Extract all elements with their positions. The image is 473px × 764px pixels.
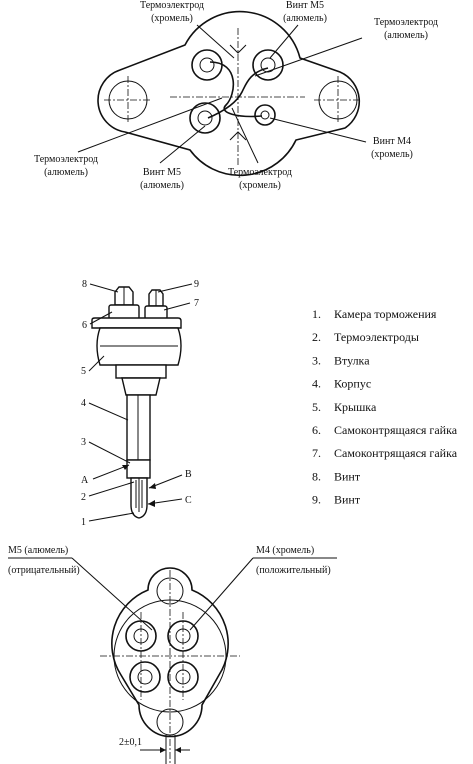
legend-number-4: 4. <box>312 377 321 391</box>
legend-number-8: 8. <box>312 469 321 483</box>
legend-number-1: 1. <box>312 307 321 321</box>
legend: 1. Камера торможения 2. Термоэлектроды 3. Вту… <box>312 307 458 507</box>
callout-1: 1 <box>81 517 86 528</box>
callout-4: 4 <box>81 398 86 409</box>
nut-7 <box>144 305 168 320</box>
legend-text-6: Самоконтрящаяся гайка <box>334 423 458 437</box>
label-m4-chromel: М4 (хромель) <box>256 545 314 556</box>
legend-text-5: Крышка <box>334 400 377 414</box>
label-thermo-chromel-top-2: (хромель) <box>151 13 193 24</box>
callout-B: B <box>185 469 192 480</box>
top-terminal-upper-right <box>252 49 284 81</box>
label-screw-m4-2: (хромель) <box>371 149 413 160</box>
label-thermo-chromel-top-1: Термоэлектрод <box>140 0 204 11</box>
legend-text-3: Втулка <box>334 353 370 367</box>
top-wire-alumel <box>207 67 269 119</box>
legend-number-6: 6. <box>312 423 321 437</box>
top-right-mount-hole <box>314 76 362 124</box>
callout-2: 2 <box>81 492 86 503</box>
bottom-view: М5 (алюмель) (отрицательный) М4 (хромель… <box>8 545 337 764</box>
legend-number-3: 3. <box>312 353 321 367</box>
callout-C: C <box>185 495 192 506</box>
bottom-terminal-lower-left <box>129 661 161 693</box>
legend-text-2: Термоэлектроды <box>334 330 419 344</box>
callout-9: 9 <box>194 279 199 290</box>
callout-A: A <box>81 475 89 486</box>
legend-text-8: Винт <box>334 469 361 483</box>
legend-text-9: Винт <box>334 493 361 507</box>
callout-7: 7 <box>194 298 199 309</box>
legend-number-9: 9. <box>312 493 321 507</box>
label-thermo-alumel-right-1: Термоэлектрод <box>374 17 438 28</box>
legend-number-2: 2. <box>312 330 321 344</box>
label-thermo-alumel-left-1: Термоэлектрод <box>34 154 98 165</box>
label-screw-m4-1: Винт М4 <box>373 136 411 147</box>
top-left-mount-hole <box>104 76 152 124</box>
top-terminal-lower-left <box>189 102 221 134</box>
bushing-3 <box>126 459 151 479</box>
bottom-flange-outline <box>111 567 229 738</box>
dimension-label: 2±0,1 <box>119 737 142 748</box>
legend-number-5: 5. <box>312 400 321 414</box>
legend-text-4: Корпус <box>334 377 371 391</box>
label-m5-alumel: М5 (алюмель) <box>8 545 68 556</box>
top-terminal-lower-right <box>254 104 276 126</box>
label-negative: (отрицательный) <box>8 565 80 576</box>
label-thermo-chromel-bottom-2: (хромель) <box>239 180 281 191</box>
label-thermo-alumel-left-2: (алюмель) <box>44 167 88 178</box>
top-wire-chromel <box>209 61 263 118</box>
top-view: Термоэлектрод (хромель) Винт М5 (алюмель… <box>34 0 438 191</box>
flange-plate <box>91 317 182 329</box>
label-screw-m5-top-1: Винт М5 <box>286 0 324 11</box>
side-view: 8 9 6 7 5 4 3 A B 2 C 1 <box>81 279 199 528</box>
top-terminal-upper-left <box>191 49 223 81</box>
callout-6: 6 <box>82 320 87 331</box>
callout-3: 3 <box>81 437 86 448</box>
label-thermo-chromel-bottom-1: Термоэлектрод <box>228 167 292 178</box>
legend-text-1: Камера торможения <box>334 307 437 321</box>
legend-number-7: 7. <box>312 446 321 460</box>
top-flange-outline <box>97 10 361 177</box>
label-screw-m5-bottom-2: (алюмель) <box>140 180 184 191</box>
nut-6 <box>108 304 140 320</box>
label-screw-m5-bottom-1: Винт М5 <box>143 167 181 178</box>
label-thermo-alumel-right-2: (алюмель) <box>384 30 428 41</box>
label-screw-m5-top-2: (алюмель) <box>283 13 327 24</box>
legend-text-7: Самоконтрящаяся гайка <box>334 446 458 460</box>
callout-5: 5 <box>81 366 86 377</box>
callout-8: 8 <box>82 279 87 290</box>
label-positive: (положительный) <box>256 565 331 576</box>
